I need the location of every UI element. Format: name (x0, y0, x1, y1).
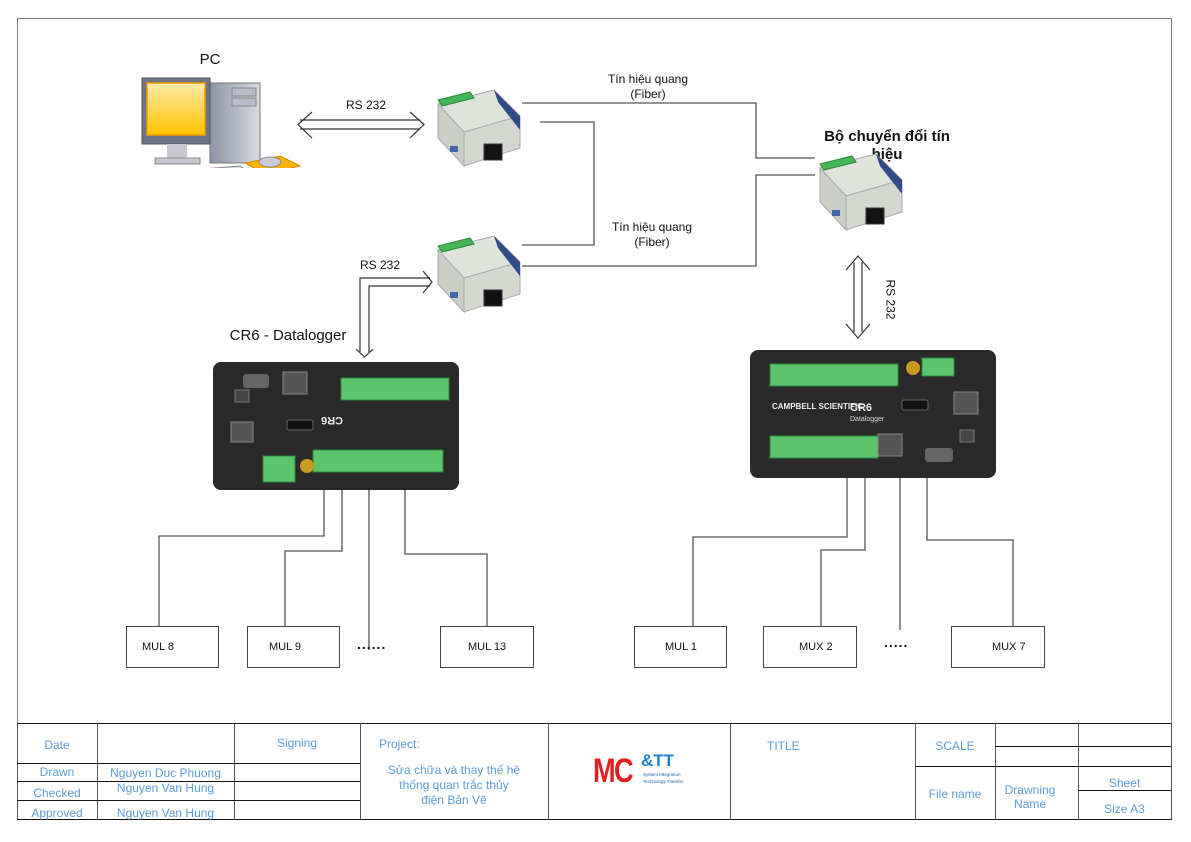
module-label: MUX 7 (992, 641, 1026, 653)
fiber-converter-mid (437, 235, 521, 314)
right-module-wires (692, 478, 1014, 630)
module-label: MUL 8 (142, 641, 174, 653)
fiber-converter-right (819, 153, 903, 232)
left-module-ellipsis: ...... (357, 636, 387, 652)
drawing-name-line-2: Name (1013, 797, 1046, 811)
logo-mc: MC (593, 752, 634, 790)
rs232-arrow-logger (355, 270, 433, 358)
converter-icon (437, 235, 521, 314)
drawn-label: Drawn (39, 765, 75, 779)
module-box: MUX 7 (951, 626, 1045, 668)
converter-icon (437, 89, 521, 168)
fiber-converter-top (437, 89, 521, 168)
logo-tt: &TT (641, 751, 675, 770)
converter-right-label-line1: Bộ chuyển đổi tín (824, 128, 950, 145)
logger-right-model: CR6 (850, 402, 873, 414)
module-box: MUL 13 (440, 626, 534, 668)
rs232-label-right: RS 232 (883, 279, 898, 320)
fiber-label-top-line2: (Fiber) (630, 87, 666, 101)
logo-sub-1: System Integration (643, 772, 681, 777)
drawing-name-label: Drawning Name (995, 783, 1065, 811)
module-label: MUL 9 (269, 641, 301, 653)
drawn-name: Nguyen Duc Phuong (110, 766, 221, 780)
sheet-label: Sheet (1108, 776, 1141, 790)
title-label: TITLE (767, 739, 800, 753)
pc-icon (141, 77, 302, 168)
left-module-wires (158, 490, 488, 650)
fiber-label-top-line1: Tín hiệu quang (607, 72, 689, 86)
project-line-3: điện Bản Vẽ (421, 793, 487, 807)
cr6-datalogger-right: CAMPBELL SCIENTIFIC CR6 Datalogger (750, 350, 996, 478)
drawing-name-line-1: Drawning (1004, 783, 1056, 797)
module-label: MUX 2 (799, 641, 833, 653)
cr6-datalogger-left: CR6 (213, 362, 459, 490)
logger-left-label: CR6 - Datalogger (229, 327, 347, 344)
project-line-2: thống quan trắc thủy (399, 778, 509, 792)
datalogger-icon (769, 357, 979, 462)
right-module-ellipsis: ..... (884, 634, 909, 650)
fiber-lines (522, 102, 815, 267)
module-box: MUL 1 (634, 626, 727, 668)
logger-right-sub: Datalogger (850, 416, 885, 423)
pc-label: PC (199, 51, 221, 68)
rs232-label-logger: RS 232 (359, 258, 401, 272)
logger-left-model: CR6 (321, 414, 344, 426)
logo-sub-2: Technology Transfer (643, 779, 684, 784)
module-label: MUL 13 (468, 641, 507, 653)
project-label: Project: (379, 737, 420, 751)
rs232-arrow-right (845, 255, 871, 339)
mctt-logo: MC &TT System Integration Technology Tra… (593, 752, 693, 792)
module-box: MUX 2 (763, 626, 857, 668)
checked-label: Checked (33, 786, 81, 800)
checked-name: Nguyen Van Hung (116, 781, 215, 795)
date-label: Date (44, 738, 70, 752)
file-name-label: File name (928, 787, 982, 801)
rs232-label-pc: RS 232 (345, 98, 387, 112)
converter-icon (819, 153, 903, 232)
fiber-label-mid-line1: Tín hiệu quang (611, 220, 693, 234)
approved-name: Nguyen Van Hung (116, 806, 215, 820)
size-label: Size A3 (1104, 802, 1145, 816)
project-line-1: Sửa chữa và thay thế hệ (387, 763, 521, 777)
fiber-label-top: Tín hiệu quang (Fiber) (598, 72, 698, 102)
project-description: Sửa chữa và thay thế hệ thống quan trắc … (360, 763, 548, 808)
module-box: MUL 9 (247, 626, 340, 668)
module-label: MUL 1 (665, 641, 697, 653)
fiber-label-mid-line2: (Fiber) (634, 235, 670, 249)
module-box: MUL 8 (126, 626, 219, 668)
datalogger-icon (230, 371, 450, 483)
logger-right-brand: CAMPBELL SCIENTIFIC (772, 402, 863, 411)
fiber-label-mid: Tín hiệu quang (Fiber) (602, 220, 702, 250)
approved-label: Approved (31, 806, 83, 820)
drawing-frame (17, 18, 1172, 820)
signing-label: Signing (276, 736, 318, 750)
scale-label: SCALE (935, 739, 975, 753)
rs232-arrow-pc (297, 111, 425, 139)
